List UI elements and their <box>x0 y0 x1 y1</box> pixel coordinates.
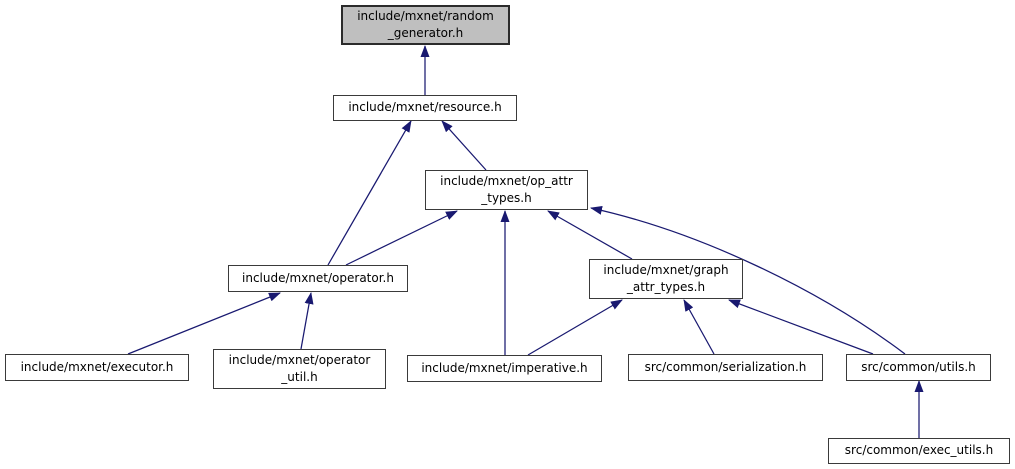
node-label: include/mxnet/executor.h <box>20 359 174 374</box>
edge-operator-to-resource <box>327 120 412 266</box>
edge-operator_util-to-operator <box>300 292 314 350</box>
graph-node-imperative[interactable]: include/mxnet/imperative.h <box>407 355 602 382</box>
edge-serialization-to-graph_attr_types <box>683 299 715 355</box>
graph-node-exec_utils[interactable]: src/common/exec_utils.h <box>828 438 1010 464</box>
graph-node-graph_attr_types[interactable]: include/mxnet/graph _attr_types.h <box>589 259 743 299</box>
edge-utils-to-graph_attr_types <box>728 299 874 355</box>
graph-node-operator_util[interactable]: include/mxnet/operator _util.h <box>213 349 386 389</box>
graph-node-operator[interactable]: include/mxnet/operator.h <box>228 265 408 292</box>
graph-node-op_attr_types[interactable]: include/mxnet/op_attr _types.h <box>425 170 588 210</box>
edge-graph_attr_types-to-op_attr_types <box>547 210 633 260</box>
node-label: include/mxnet/imperative.h <box>421 360 588 375</box>
node-label: include/mxnet/operator.h <box>242 270 394 285</box>
edge-executor-to-operator <box>127 292 281 355</box>
node-label: include/mxnet/graph _attr_types.h <box>603 262 729 294</box>
node-label: include/mxnet/op_attr _types.h <box>440 173 573 205</box>
edge-imperative-to-graph_attr_types <box>527 299 623 356</box>
node-label: src/common/utils.h <box>861 359 976 374</box>
node-label: include/mxnet/resource.h <box>348 100 502 115</box>
edge-operator-to-op_attr_types <box>345 210 458 266</box>
graph-node-resource[interactable]: include/mxnet/resource.h <box>333 95 517 121</box>
graph-node-utils[interactable]: src/common/utils.h <box>846 354 991 381</box>
node-label: include/mxnet/operator _util.h <box>228 352 371 384</box>
node-label: src/common/exec_utils.h <box>844 443 994 458</box>
node-label: include/mxnet/random _generator.h <box>357 8 494 40</box>
graph-node-random_generator: include/mxnet/random _generator.h <box>341 5 510 45</box>
graph-node-executor[interactable]: include/mxnet/executor.h <box>5 354 189 381</box>
edge-op_attr_types-to-resource <box>441 120 487 171</box>
node-label: src/common/serialization.h <box>644 359 807 374</box>
edge-utils-to-op_attr_types <box>590 205 906 355</box>
graph-node-serialization[interactable]: src/common/serialization.h <box>628 354 823 381</box>
